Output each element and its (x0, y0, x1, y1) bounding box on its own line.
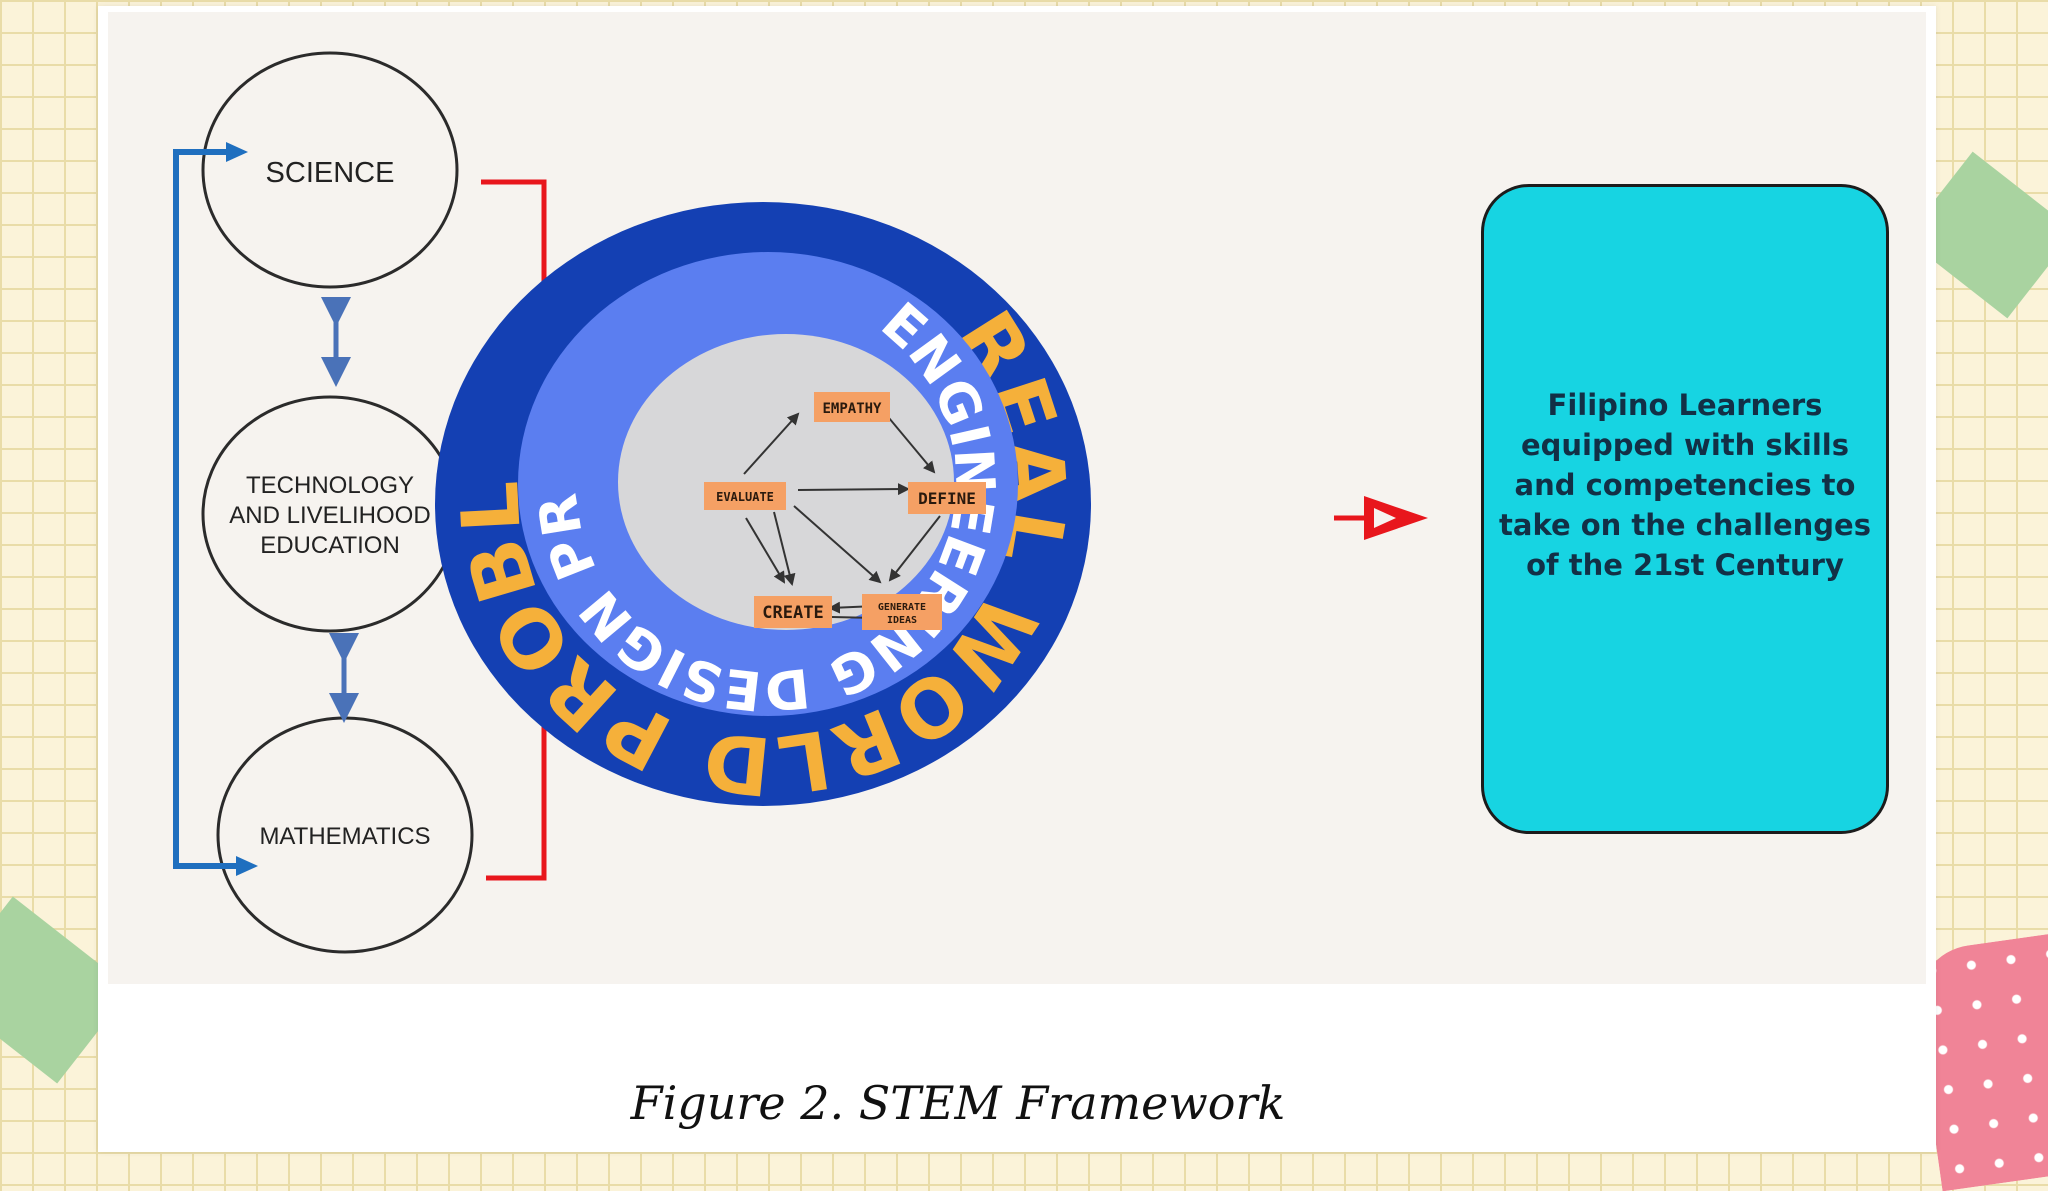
process-flow-arrows (743, 411, 941, 624)
feedback-bracket-line (173, 149, 236, 869)
arrow-to-mathematics-icon (236, 856, 258, 876)
step-empathy-box (814, 392, 890, 422)
step-create-label: CREATE (762, 603, 823, 623)
slide-card: SCIENCE TECHNOLOGY AND LIVELIHOOD EDUCAT… (98, 6, 1936, 1152)
arrow-to-science-icon (226, 142, 248, 162)
step-empathy-label: EMPATHY (822, 401, 882, 417)
figure-caption: Figure 2. STEM Framework (630, 1076, 1286, 1130)
science-circle (201, 51, 459, 289)
step-generate-label-line1: GENERATE (878, 602, 926, 613)
science-label: SCIENCE (266, 157, 395, 189)
outcome-text: Filipino Learners equipped with skills a… (1499, 388, 1871, 582)
step-generate-ideas-box (862, 594, 942, 630)
step-evaluate-box (704, 482, 786, 510)
step-define-box (908, 482, 986, 514)
mathematics-label: MATHEMATICS (259, 823, 430, 850)
tle-label-line3: EDUCATION (260, 532, 400, 559)
step-evaluate-label: EVALUATE (716, 490, 774, 504)
step-create-box (754, 596, 832, 628)
figure-area: SCIENCE TECHNOLOGY AND LIVELIHOOD EDUCAT… (108, 12, 1926, 984)
stem-framework-diagram: SCIENCE TECHNOLOGY AND LIVELIHOOD EDUCAT… (108, 12, 1428, 954)
outcome-box: Filipino Learners equipped with skills a… (1481, 184, 1889, 834)
arrow-to-outcome-icon-notch (1374, 508, 1396, 528)
tle-label-line2: AND LIVELIHOOD (229, 502, 430, 529)
step-define-label: DEFINE (918, 489, 976, 508)
step-generate-label-line2: IDEAS (887, 615, 917, 626)
tle-label-line1: TECHNOLOGY (246, 472, 414, 499)
